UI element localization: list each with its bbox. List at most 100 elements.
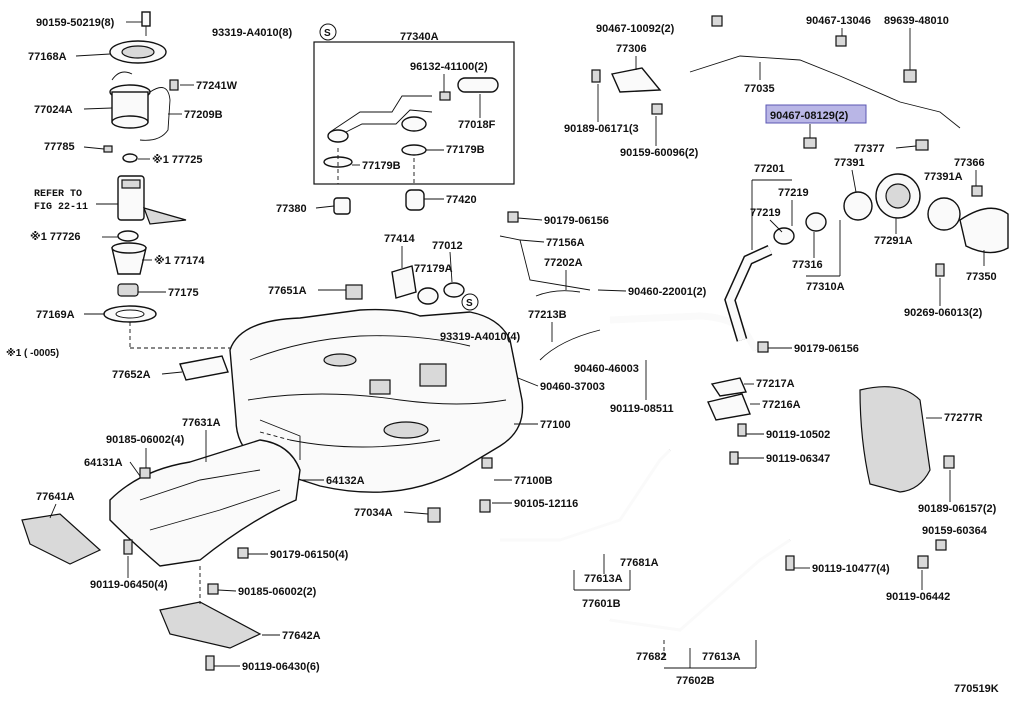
label-77100B: 77100B: [514, 475, 553, 487]
label-90119-10477: 90119-10477(4): [812, 563, 890, 575]
label-90159-50219: 90159-50219(8): [36, 17, 115, 29]
label-77652A: 77652A: [112, 369, 151, 381]
label-77613A-upper: 77613A: [584, 573, 623, 585]
label-77725: ※1 77725: [152, 154, 202, 166]
footnote-range: ※1 ( -0005): [6, 347, 59, 359]
label-90105-12116: 90105-12116: [514, 498, 578, 510]
gasket-77179A: [443, 282, 465, 298]
label-90460-22001: 90460-22001(2): [628, 286, 707, 298]
hose-77202A: [535, 290, 581, 297]
fuel-pump-assembly: [103, 11, 187, 323]
label-77681A: 77681A: [620, 557, 659, 569]
label-77602B: 77602B: [676, 675, 715, 687]
label-77174: ※1 77174: [154, 255, 205, 267]
label-77310A: 77310A: [806, 281, 845, 293]
label-77316: 77316: [792, 259, 823, 271]
label-90119-06450: 90119-06450(4): [90, 579, 168, 591]
label-77179B-left: 77179B: [362, 160, 401, 172]
gasket-77391A: [927, 197, 961, 231]
hose-77213B: [539, 329, 601, 361]
label-77024A: 77024A: [34, 104, 73, 116]
label-90460-37003: 90460-37003: [540, 381, 605, 393]
label-90179-06156-upper: 90179-06156: [544, 215, 609, 227]
label-90159-60096: 90159-60096(2): [620, 147, 699, 159]
ring-77316: [805, 212, 827, 232]
s-mark-1: S: [319, 23, 337, 41]
label-89639-48010: 89639-48010: [884, 15, 949, 27]
label-77785: 77785: [44, 141, 75, 153]
s-mark-2-text: S: [466, 298, 473, 309]
label-77391: 77391: [834, 157, 865, 169]
label-77156A: 77156A: [546, 237, 585, 249]
label-77651A: 77651A: [268, 285, 307, 297]
ring-77391: [843, 191, 873, 221]
grommet-77380: [333, 197, 351, 215]
label-90460-46003: 90460-46003: [574, 363, 639, 375]
label-90119-06347: 90119-06347: [766, 453, 830, 465]
label-77601B: 77601B: [582, 598, 621, 610]
clip-77034A: [427, 507, 441, 523]
label-77018F: 77018F: [458, 119, 496, 131]
label-77291A: 77291A: [874, 235, 913, 247]
label-77213B: 77213B: [528, 309, 567, 321]
label-90189-06171: 90189-06171(3: [564, 123, 639, 135]
label-77631A: 77631A: [182, 417, 221, 429]
band-77601B: [500, 448, 672, 542]
s-mark-2: S: [461, 293, 479, 311]
protector-77641A: [21, 513, 102, 565]
filler-pipe-77201: [609, 244, 773, 352]
label-77726: ※1 77726: [30, 231, 80, 243]
cable-77035: [689, 55, 961, 129]
s-mark-1-text: S: [324, 28, 331, 39]
label-90119-10502: 90119-10502: [766, 429, 830, 441]
label-90189-06157: 90189-06157(2): [918, 503, 997, 515]
refer-note-line-1: REFER TO: [34, 189, 82, 200]
label-77613A-lower: 77613A: [702, 651, 741, 663]
label-77682: 77682: [636, 651, 667, 663]
label-77366: 77366: [954, 157, 985, 169]
label-90467-08129: 90467-08129(2): [770, 110, 849, 122]
label-77642A: 77642A: [282, 630, 321, 642]
protector-77277R: [859, 386, 931, 493]
bracket-77414: [391, 265, 417, 299]
label-90269-06013: 90269-06013(2): [904, 307, 983, 319]
pad-77652A: [179, 355, 229, 381]
label-77350: 77350: [966, 271, 997, 283]
highlight-90467-08129: [765, 104, 867, 124]
label-90185-06002-2: 90185-06002(2): [238, 586, 317, 598]
label-77377: 77377: [854, 143, 885, 155]
bracket-77217A: [710, 377, 747, 397]
label-77380: 77380: [276, 203, 307, 215]
label-90467-13046: 90467-13046: [806, 15, 871, 27]
label-90119-08511: 90119-08511: [610, 403, 674, 415]
label-77175: 77175: [168, 287, 199, 299]
label-96132-41100: 96132-41100(2): [410, 61, 488, 73]
bolt-90105: [479, 499, 491, 513]
label-77217A: 77217A: [756, 378, 795, 390]
label-77100: 77100: [540, 419, 571, 431]
label-77414: 77414: [384, 233, 415, 245]
label-90119-06442: 90119-06442: [886, 591, 950, 603]
protector-77642A: [159, 601, 262, 649]
label-93319-A4010-8: 93319-A4010(8): [212, 27, 292, 39]
label-77179B-right: 77179B: [446, 144, 485, 156]
label-77219-upper: 77219: [778, 187, 809, 199]
label-93319-A4010-4: 93319-A4010(4): [440, 331, 520, 343]
label-77168A: 77168A: [28, 51, 67, 63]
refer-note-line-2: FIG 22-11: [34, 202, 88, 213]
label-77641A: 77641A: [36, 491, 75, 503]
part-77100B: [481, 457, 493, 469]
label-77035: 77035: [744, 83, 775, 95]
sender-gauge-box: [313, 41, 515, 185]
gasket-77012: [417, 287, 439, 305]
band-77602B: [609, 538, 791, 632]
label-90119-06430: 90119-06430(6): [242, 661, 320, 673]
label-90179-06156-lower: 90179-06156: [794, 343, 859, 355]
label-77012: 77012: [432, 240, 463, 252]
label-77216A: 77216A: [762, 399, 801, 411]
label-77306: 77306: [616, 43, 647, 55]
label-90185-06002-4: 90185-06002(4): [106, 434, 185, 446]
label-77241W: 77241W: [196, 80, 238, 92]
